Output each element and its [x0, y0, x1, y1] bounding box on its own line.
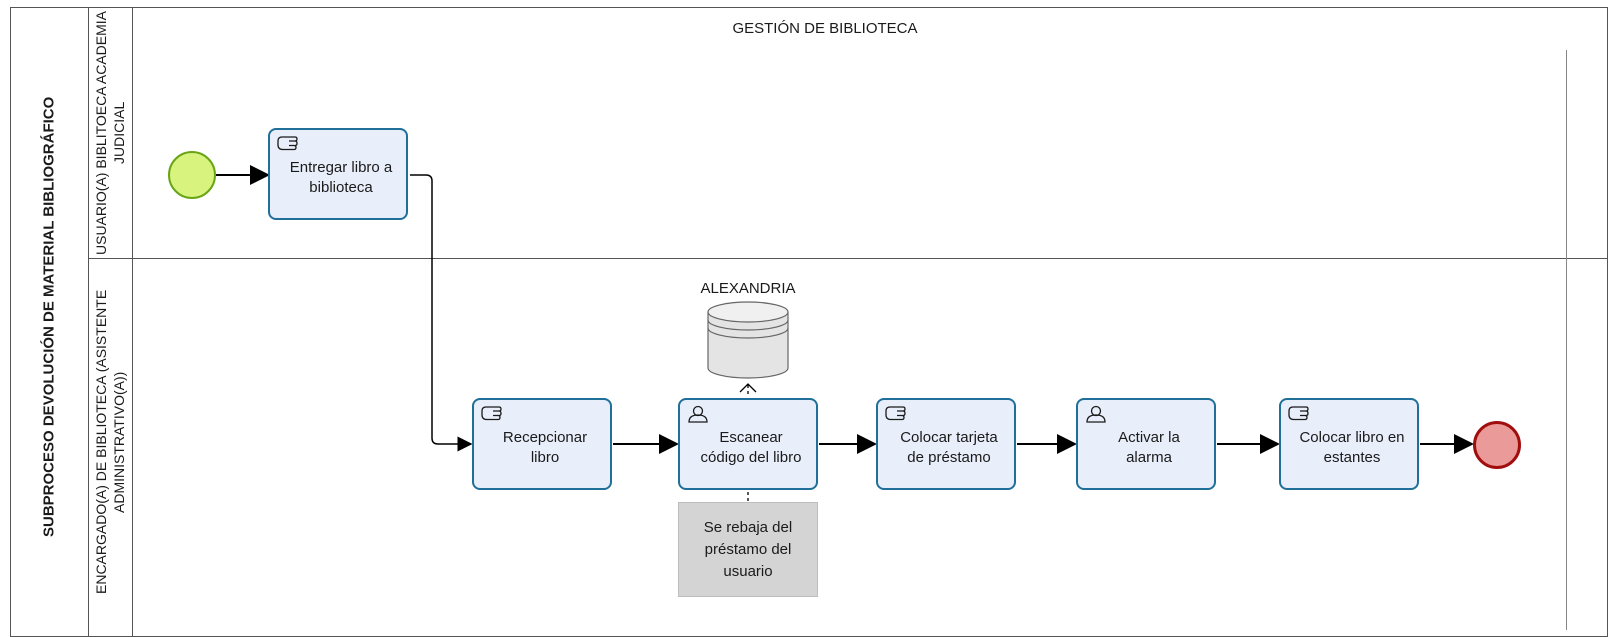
manual-task-icon: [885, 406, 906, 421]
right-edge-line: [1566, 50, 1567, 630]
text-annotation[interactable]: Se rebaja del préstamo del usuario: [678, 502, 818, 597]
task-colocar-tarjeta[interactable]: Colocar tarjeta de préstamo: [876, 398, 1016, 490]
lane-label-divider: [132, 7, 133, 637]
task-colocar-libro[interactable]: Colocar libro en estantes: [1279, 398, 1419, 490]
manual-task-icon: [481, 406, 502, 421]
manual-task-icon: [277, 136, 298, 151]
flow-entregar-to-recepcionar: [410, 174, 473, 452]
datastore-label: ALEXANDRIA: [700, 280, 796, 297]
lane-divider: [88, 258, 1608, 259]
task-escanear-codigo[interactable]: Escanear código del libro: [678, 398, 818, 490]
association-arrowhead: [739, 383, 757, 393]
task-label: Recepcionar libro: [502, 429, 588, 466]
task-label: Activar la alarma: [1118, 429, 1180, 466]
task-label: Colocar libro en estantes: [1299, 429, 1405, 466]
datastore-cylinder: [707, 301, 789, 379]
end-event[interactable]: [1473, 421, 1521, 469]
pool-label-divider: [88, 7, 89, 637]
task-label: Colocar tarjeta de préstamo: [900, 429, 998, 466]
user-task-icon: [688, 405, 708, 423]
task-recepcionar-libro[interactable]: Recepcionar libro: [472, 398, 612, 490]
task-label: Entregar libro a biblioteca: [289, 159, 393, 196]
manual-task-icon: [1288, 406, 1309, 421]
task-activar-alarma[interactable]: Activar la alarma: [1076, 398, 1216, 490]
task-entregar-libro[interactable]: Entregar libro a biblioteca: [268, 128, 408, 220]
start-event[interactable]: [168, 151, 216, 199]
user-task-icon: [1086, 405, 1106, 423]
task-label: Escanear código del libro: [700, 429, 802, 466]
pool-header: GESTIÓN DE BIBLIOTECA: [732, 20, 918, 37]
